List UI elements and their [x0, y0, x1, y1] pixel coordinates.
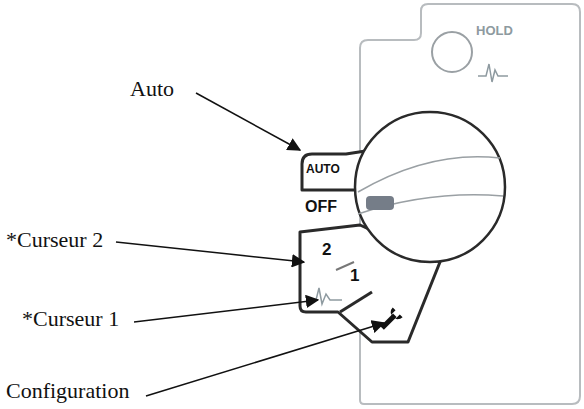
dial-ridge	[358, 195, 503, 214]
leader-line	[134, 300, 318, 322]
dial-ridge	[358, 157, 500, 192]
wrench-icon	[377, 307, 402, 332]
callout-label: Configuration	[6, 378, 129, 403]
dial-position: OFF	[305, 198, 337, 216]
rotary-dial	[355, 112, 505, 262]
hold-legend: HOLD	[476, 24, 513, 39]
callout-label: *Curseur 2	[6, 227, 103, 252]
leader-line	[196, 93, 300, 150]
dial-position: 2	[322, 240, 331, 260]
segment-divider	[340, 292, 372, 312]
leader-line	[116, 242, 304, 262]
leader-line	[146, 323, 384, 396]
callout-label: *Curseur 1	[22, 306, 119, 331]
dial-pointer	[366, 196, 394, 210]
callout-label: Auto	[130, 76, 174, 101]
dial-position: 1	[350, 266, 359, 286]
hold-button	[432, 32, 472, 72]
dial-position: AUTO	[306, 163, 340, 177]
cursor1-waveform	[306, 288, 342, 304]
hold-waveform	[478, 64, 508, 82]
